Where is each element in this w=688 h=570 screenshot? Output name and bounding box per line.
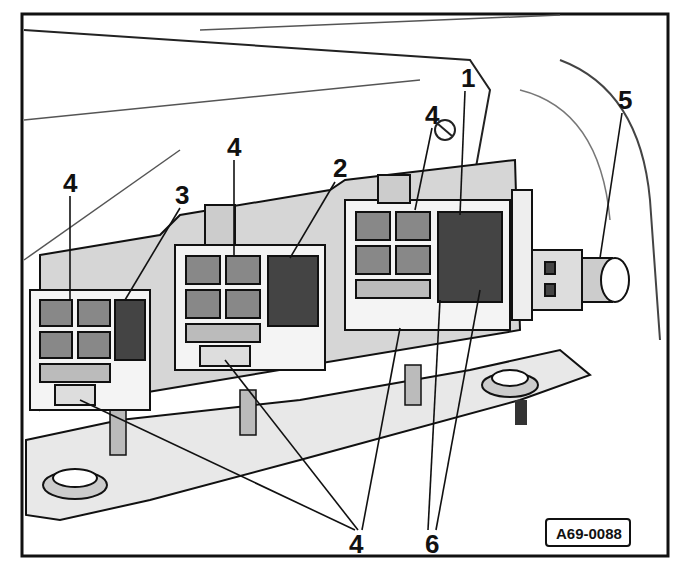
callout-number: 4	[349, 531, 363, 557]
figure-reference-box: A69-0088	[545, 518, 631, 547]
callout-number: 4	[425, 102, 439, 128]
figure-reference: A69-0088	[556, 525, 622, 542]
callout-number: 4	[63, 170, 77, 196]
callout-number: 5	[618, 87, 632, 113]
callout-number: 6	[425, 531, 439, 557]
callout-number: 2	[333, 155, 347, 181]
callout-number: 1	[461, 65, 475, 91]
callout-number: 4	[227, 134, 241, 160]
callout-number: 3	[175, 182, 189, 208]
